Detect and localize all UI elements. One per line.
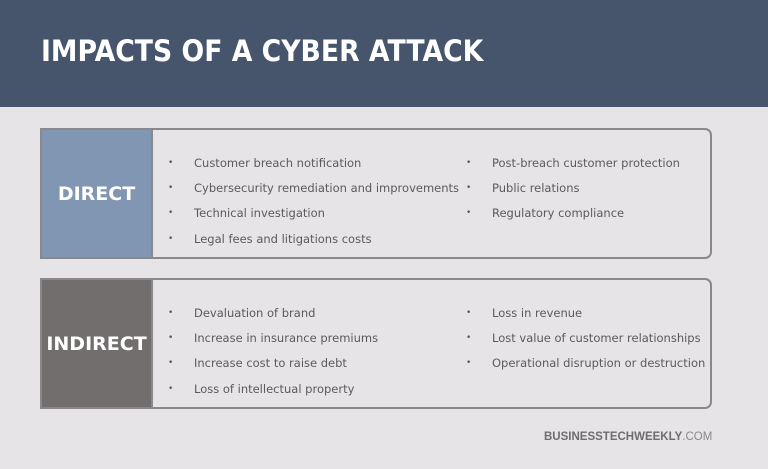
list-item: •Cybersecurity remediation and improveme… (168, 180, 460, 195)
page-title: IMPACTS OF A CYBER ATTACK (41, 34, 484, 68)
footer-tld: .COM (682, 431, 713, 443)
list-item: •Public relations (466, 180, 580, 195)
bullet-icon: • (466, 182, 472, 193)
indirect-impacts-box: INDIRECT •Devaluation of brand •Increase… (40, 278, 712, 409)
list-item: •Technical investigation (168, 206, 325, 221)
bullet-icon: • (466, 208, 472, 219)
indirect-label: INDIRECT (42, 280, 153, 407)
bullet-icon: • (466, 157, 472, 168)
list-item: •Lost value of customer relationships (466, 330, 701, 345)
bullet-icon: • (168, 383, 174, 394)
header-banner: IMPACTS OF A CYBER ATTACK (0, 0, 768, 107)
bullet-icon: • (168, 182, 174, 193)
list-item: •Devaluation of brand (168, 305, 316, 320)
bullet-icon: • (168, 233, 174, 244)
indirect-list-col1: •Devaluation of brand •Increase in insur… (168, 300, 378, 401)
bullet-icon: • (168, 157, 174, 168)
list-item: •Regulatory compliance (466, 206, 625, 221)
direct-impacts-box: DIRECT •Customer breach notification •Cy… (40, 128, 712, 259)
direct-list-col2: •Post-breach customer protection •Public… (466, 150, 680, 226)
indirect-list-col2: •Loss in revenue •Lost value of customer… (466, 300, 705, 376)
bullet-icon: • (466, 307, 472, 318)
list-item: •Post-breach customer protection (466, 155, 680, 170)
bullet-icon: • (466, 358, 472, 369)
list-item: •Customer breach notification (168, 155, 362, 170)
list-item: •Increase in insurance premiums (168, 330, 379, 345)
direct-label: DIRECT (42, 130, 153, 257)
bullet-icon: • (466, 332, 472, 343)
list-item: •Operational disruption or destruction (466, 356, 706, 371)
bullet-icon: • (168, 358, 174, 369)
footer-brand: BUSINESSTECHWEEKLY (544, 431, 683, 443)
list-item: •Loss of intellectual property (168, 381, 355, 396)
bullet-icon: • (168, 307, 174, 318)
direct-list-col1: •Customer breach notification •Cybersecu… (168, 150, 459, 251)
list-item: •Loss in revenue (466, 305, 583, 320)
bullet-icon: • (168, 332, 174, 343)
bullet-icon: • (168, 208, 174, 219)
list-item: •Legal fees and litigations costs (168, 231, 372, 246)
footer-watermark: BUSINESSTECHWEEKLY.COM (544, 431, 712, 443)
list-item: •Increase cost to raise debt (168, 356, 347, 371)
